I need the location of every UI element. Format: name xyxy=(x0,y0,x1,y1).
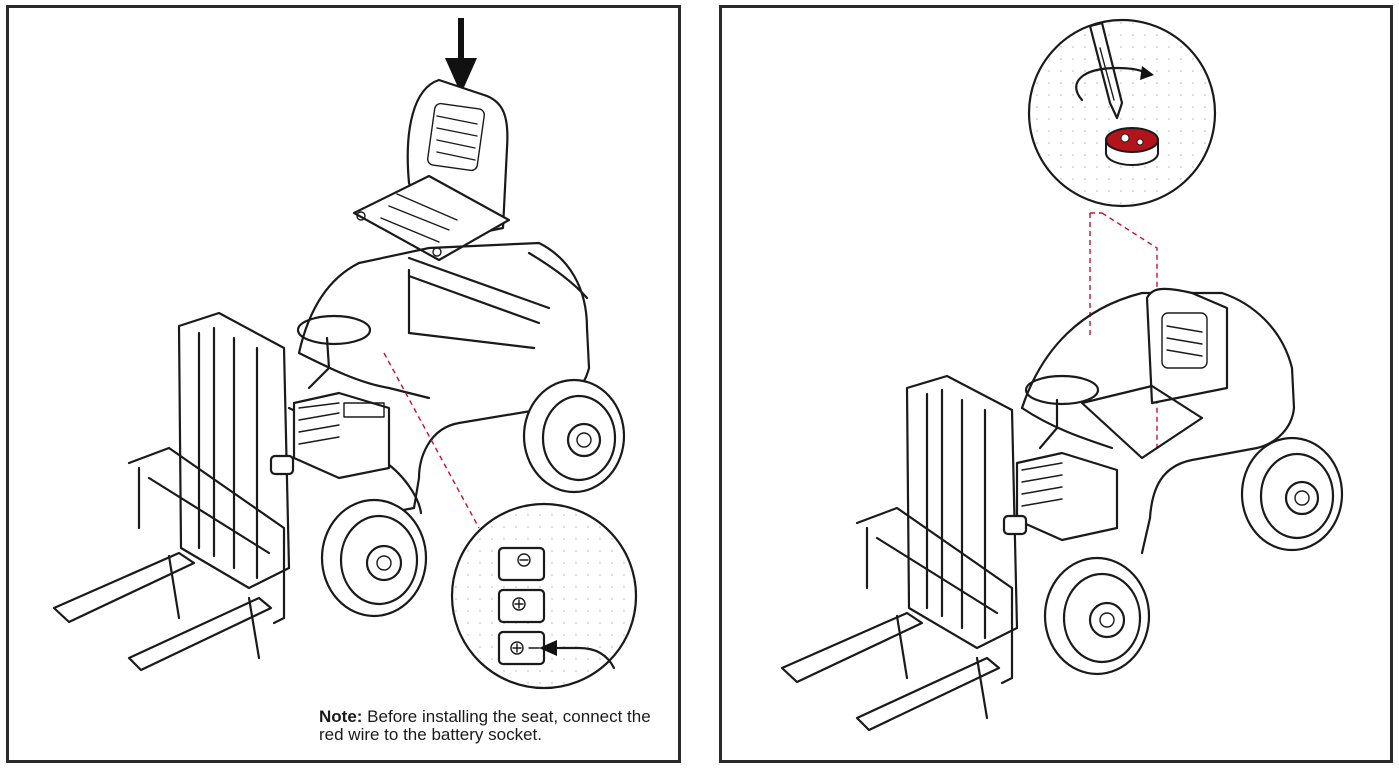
screwdriver-icon xyxy=(1088,21,1124,120)
rotate-arrow-icon xyxy=(1075,66,1154,102)
minus-terminal-icon xyxy=(517,553,531,567)
battery-detail-inset xyxy=(450,502,638,690)
forklift-mast xyxy=(52,311,295,672)
step-panel-tighten-knob xyxy=(719,5,1393,763)
knob-detail-inset xyxy=(1027,18,1217,208)
forklift-knob-illustration xyxy=(780,18,1344,732)
forklift-body xyxy=(287,241,591,520)
plus-terminal-icon xyxy=(512,597,526,611)
rear-wheel xyxy=(1240,436,1344,552)
note-text: Before installing the seat, connect the … xyxy=(319,707,651,744)
installation-note: Note: Before installing the seat, connec… xyxy=(319,708,679,744)
rear-wheel xyxy=(522,378,626,494)
forklift-seat-illustration xyxy=(52,18,638,690)
forklift-mast xyxy=(780,374,1028,732)
note-label: Note: xyxy=(319,707,363,726)
forklift-body xyxy=(1015,287,1296,555)
front-wheel xyxy=(1043,556,1151,676)
red-knob xyxy=(1105,127,1159,166)
down-arrow-icon xyxy=(445,18,477,94)
seat xyxy=(352,78,511,262)
step-panel-install-seat: Note: Before installing the seat, connec… xyxy=(6,5,681,763)
front-wheel xyxy=(320,498,428,618)
